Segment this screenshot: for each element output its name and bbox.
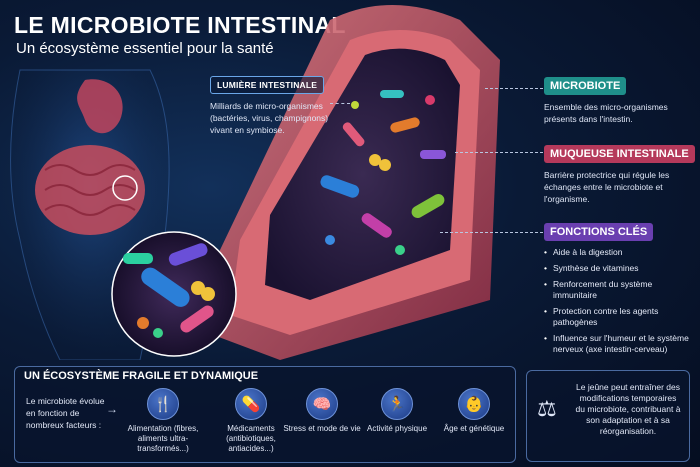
factor-label: Stress et mode de vie <box>283 424 361 433</box>
fork-knife-icon: 🍴 <box>147 388 179 420</box>
callout-microbiote-title: MICROBIOTE <box>544 77 627 95</box>
connector-line <box>330 103 350 104</box>
callout-microbiote-text: Ensemble des micro-organismes présents d… <box>544 102 668 124</box>
callout-muqueuse-title: MUQUEUSE INTESTINALE <box>544 145 695 163</box>
list-item: Influence sur l'humeur et le système ner… <box>544 333 694 355</box>
factor-age: 👶 Âge et génétique <box>434 388 514 434</box>
callout-lumiere-text: Milliards de micro-organismes (bactéries… <box>210 101 329 135</box>
factor-activite: 🏃 Activité physique <box>357 388 437 434</box>
factor-stress: 🧠 Stress et mode de vie <box>282 388 362 434</box>
factor-alimentation: 🍴 Alimentation (fibres, aliments ultra-t… <box>123 388 203 454</box>
intestine-cross-section-illustration <box>200 5 500 360</box>
ecosystem-intro: Le microbiote évolue en fonction de nomb… <box>26 396 105 430</box>
connector-line <box>455 152 543 153</box>
list-item: Protection contre les agents pathogènes <box>544 306 694 328</box>
connector-line <box>440 232 543 233</box>
list-item: Aide à la digestion <box>544 247 694 258</box>
callout-muqueuse-text: Barrière protectrice qui régule les écha… <box>544 170 670 204</box>
balance-scale-icon: ⚖ <box>537 396 557 421</box>
callout-lumiere: LUMIÈRE INTESTINALE Milliards de micro-o… <box>210 75 332 136</box>
factor-medicaments: 💊 Médicaments (antibiotiques, antiacides… <box>211 388 291 454</box>
baby-icon: 👶 <box>458 388 490 420</box>
ecosystem-panel-title: UN ÉCOSYSTÈME FRAGILE ET DYNAMIQUE <box>24 370 259 382</box>
callout-muqueuse: MUQUEUSE INTESTINALE Barrière protectric… <box>544 144 695 205</box>
list-item: Renforcement du système immunitaire <box>544 279 694 301</box>
factor-label: Alimentation (fibres, aliments ultra-tra… <box>127 424 199 453</box>
arrow-right-icon: → <box>106 402 118 416</box>
running-person-icon: 🏃 <box>381 388 413 420</box>
magnified-bacteria-illustration <box>111 231 237 357</box>
head-brain-icon: 🧠 <box>306 388 338 420</box>
factor-label: Activité physique <box>366 424 428 433</box>
fasting-note-panel <box>526 370 690 462</box>
page-title: LE MICROBIOTE INTESTINAL <box>14 12 346 38</box>
callout-microbiote: MICROBIOTE Ensemble des micro-organismes… <box>544 76 690 125</box>
fasting-note-text: Le jeûne peut entraîner des modification… <box>575 382 681 436</box>
factor-label: Médicaments (antibiotiques, antiacides..… <box>226 424 276 453</box>
pill-icon: 💊 <box>235 388 267 420</box>
page-subtitle: Un écosystème essentiel pour la santé <box>16 40 274 57</box>
connector-line <box>485 88 543 89</box>
factor-label: Âge et génétique <box>443 424 505 433</box>
callout-lumiere-title: LUMIÈRE INTESTINALE <box>210 76 325 94</box>
ecosystem-panel <box>14 366 516 463</box>
callout-fonctions: FONCTIONS CLÉS Aide à la digestion Synth… <box>544 222 694 360</box>
fonctions-list: Aide à la digestion Synthèse de vitamine… <box>544 247 694 355</box>
callout-fonctions-title: FONCTIONS CLÉS <box>544 223 654 241</box>
list-item: Synthèse de vitamines <box>544 263 694 274</box>
